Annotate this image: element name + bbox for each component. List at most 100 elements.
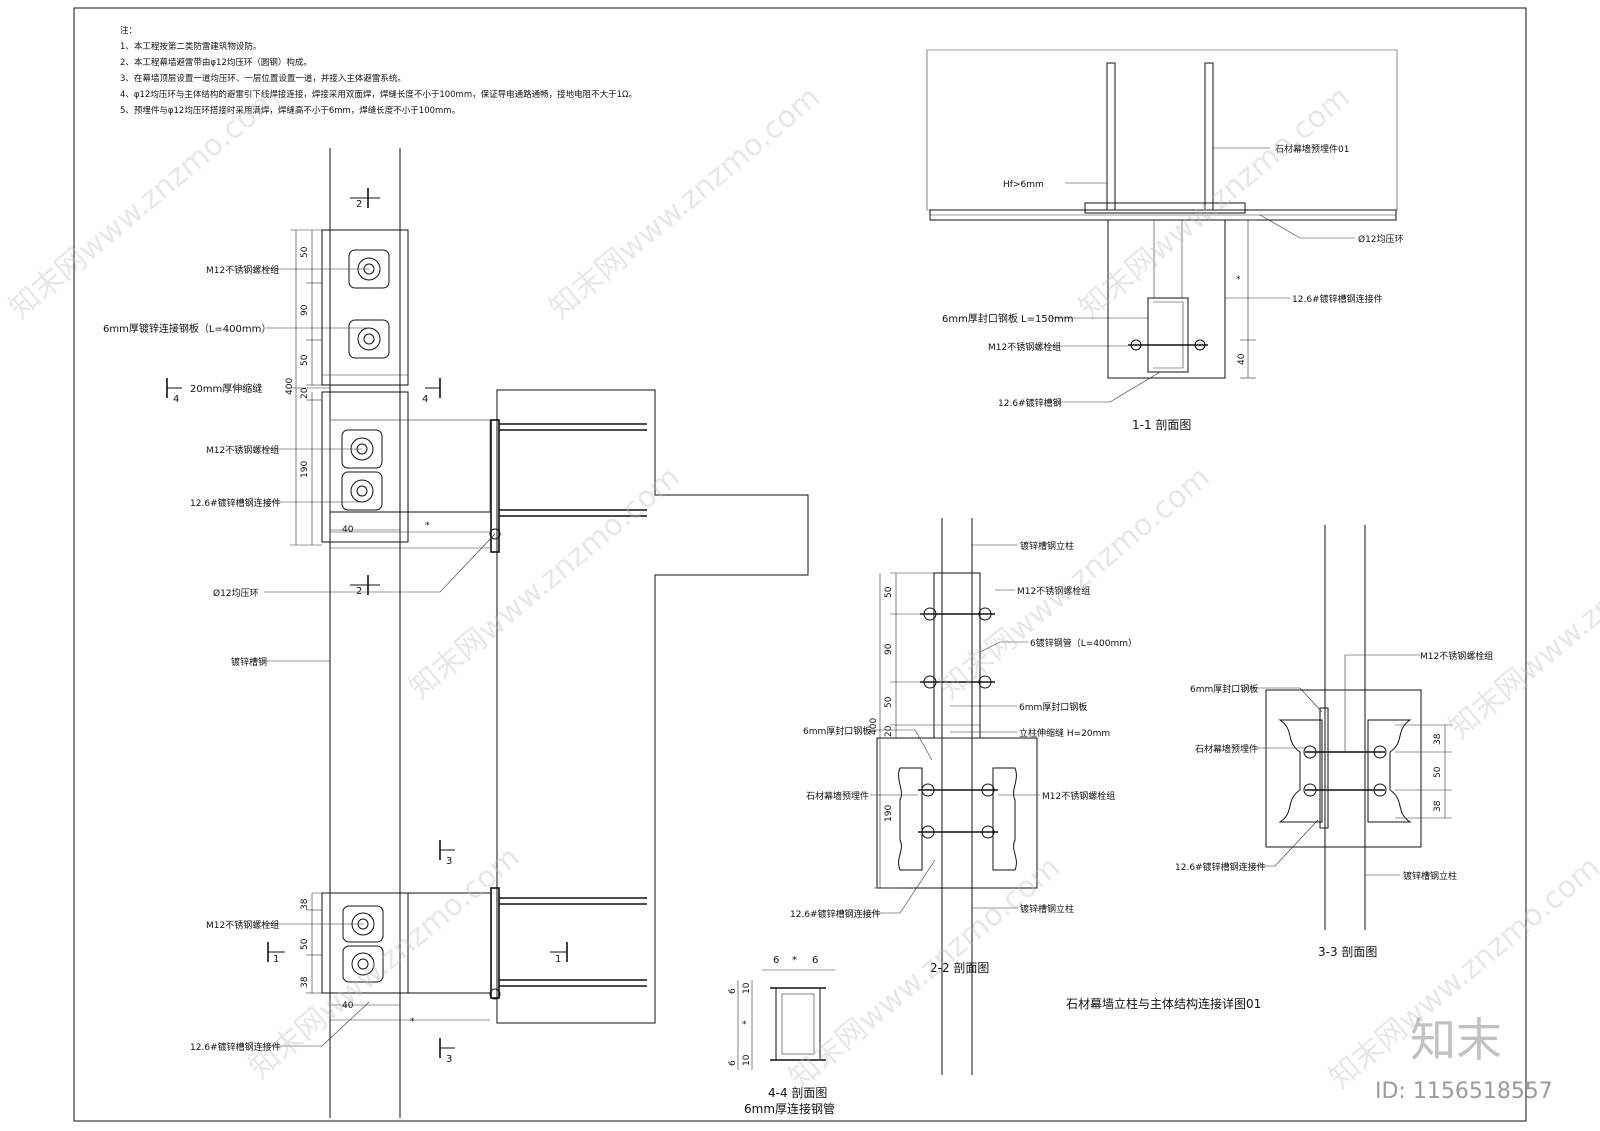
dim-90: 90 — [884, 643, 894, 655]
label-pipe: 6镀锌钢管（L=400mm） — [1030, 637, 1137, 649]
note-item: 2、本工程幕墙避雷带由φ12均压环（圆钢）构成。 — [120, 57, 312, 68]
dim-38: 38 — [1433, 733, 1443, 745]
label-column: 镀锌槽钢立柱 — [1403, 870, 1457, 882]
label-channel-b: 12.6#镀锌槽钢 — [998, 397, 1062, 409]
dim-20: 20 — [884, 725, 894, 737]
label-expansion-joint: 20mm厚伸缩缝 — [190, 382, 262, 395]
dim-star: * — [425, 521, 430, 531]
section-marks — [166, 188, 568, 1058]
dim-6: 6 — [812, 955, 818, 966]
dim-50: 50 — [1433, 766, 1443, 778]
label-embed: 石材幕墙预埋件 — [806, 790, 869, 802]
section-mark-1: 1 — [555, 954, 561, 965]
dim-20: 20 — [300, 387, 310, 399]
dim-10: 10 — [742, 982, 752, 994]
label-bolts: M12不锈钢螺栓组 — [988, 341, 1061, 353]
label-bolt-group: M12不锈钢螺栓组 — [206, 444, 279, 456]
dim-star: * — [792, 955, 797, 966]
dim-star: * — [742, 1020, 747, 1030]
label-bolts: M12不锈钢螺栓组 — [1042, 790, 1115, 802]
label-seal-plate: 6mm厚封口钢板 — [1019, 701, 1087, 713]
dim-6: 6 — [728, 988, 738, 994]
section-3-3-title: 3-3 剖面图 — [1318, 945, 1377, 959]
watermark-id: ID: 1156518557 — [1375, 1079, 1553, 1104]
note-item: 3、在幕墙顶层设置一道均压环、一层位置设置一道，并接入主体避雷系统。 — [120, 73, 406, 84]
drawing-title: 石材幕墙立柱与主体结构连接详图01 — [1066, 996, 1261, 1011]
dim-6: 6 — [773, 955, 779, 966]
label-column-joint: 立柱伸缩缝 H=20mm — [1019, 727, 1110, 739]
section-2-2-title: 2-2 剖面图 — [930, 961, 989, 975]
label-bolts: M12不锈钢螺栓组 — [1420, 650, 1493, 662]
drawing-border — [73, 7, 1527, 1122]
dim-190: 190 — [300, 461, 310, 478]
dim-38: 38 — [300, 976, 310, 988]
dim-6: 6 — [728, 1060, 738, 1066]
label-channel-connector: 12.6#镀锌槽钢连接件 — [190, 497, 281, 509]
dim-50: 50 — [884, 696, 894, 708]
label-bolt-group: M12不锈钢螺栓组 — [206, 264, 279, 276]
bolt-group-top — [348, 249, 390, 359]
section-mark-4: 4 — [422, 394, 428, 405]
dim-90: 90 — [300, 304, 310, 316]
label-plate: 6mm厚封口钢板 L=150mm — [942, 312, 1074, 325]
concrete-structure — [489, 389, 809, 1024]
watermark-text: 知末网www.znzmo.com — [1443, 500, 1600, 746]
label-column-bottom: 镀锌槽钢立柱 — [1020, 903, 1074, 915]
label-channel-steel: 镀锌槽钢 — [231, 656, 267, 668]
dim-400: 400 — [285, 378, 295, 395]
section-4-4-title: 4-4 剖面图 — [768, 1086, 827, 1100]
section-4-4: 6 * 6 6 10 * 6 10 4-4 剖面图 6mm厚连接钢管 — [728, 955, 835, 1116]
watermark-text: 知末网www.znzmo.com — [3, 80, 287, 326]
main-elevation: 50 90 50 400 20 190 40 * 38 50 38 40 * 2… — [103, 148, 809, 1118]
section-1-1-title: 1-1 剖面图 — [1132, 418, 1191, 432]
section-3-3: 38 50 38 M12不锈钢螺栓组 6mm厚封口钢板 石材幕墙预埋件 12.6… — [1175, 525, 1493, 959]
label-bolts: M12不锈钢螺栓组 — [1017, 585, 1090, 597]
label-embed: 石材幕墙预埋件 — [1195, 743, 1258, 755]
dim-50: 50 — [300, 354, 310, 366]
dim-50: 50 — [300, 938, 310, 950]
section-mark-2: 2 — [356, 586, 362, 597]
label-connector: 12.6#镀锌槽钢连接件 — [790, 908, 881, 920]
label-connector: 12.6#镀锌槽钢连接件 — [1175, 861, 1266, 873]
dim-38: 38 — [300, 898, 310, 910]
dim-50: 50 — [300, 246, 310, 258]
watermark-text: 知末网www.znzmo.com — [783, 850, 1067, 1096]
label-embed: 石材幕墙预埋件01 — [1275, 143, 1349, 155]
watermark-text: 知末网www.znzmo.com — [243, 840, 527, 1086]
label-seal-plate: 6mm厚封口钢板 — [1190, 683, 1258, 695]
dim-190: 190 — [884, 805, 894, 822]
label-seal-plate-left: 6mm厚封口钢板 — [803, 725, 871, 737]
section-mark-3: 3 — [446, 856, 452, 867]
section-4-4-subtitle: 6mm厚连接钢管 — [744, 1101, 835, 1116]
label-ring: Ø12均压环 — [1358, 233, 1404, 245]
section-mark-3: 3 — [446, 1054, 452, 1065]
top-connection-plate — [321, 229, 409, 386]
notes-block: 注： 1、本工程按第二类防雷建筑物设防。 2、本工程幕墙避雷带由φ12均压环（圆… — [120, 25, 637, 116]
watermark-layer: 知末网www.znzmo.com 知末网www.znzmo.com 知末网www… — [3, 80, 1600, 1096]
dim-star: * — [410, 1017, 415, 1027]
dim-40: 40 — [342, 1001, 354, 1011]
section-2-2: 50 90 50 400 20 190 镀锌槽钢立柱 M12不锈钢螺栓组 6镀锌… — [790, 518, 1137, 1075]
note-item: 4、φ12均压环与主体结构的避雷引下线焊接连接，焊接采用双面焊，焊缝长度不小于1… — [120, 89, 637, 100]
label-bolt-group: M12不锈钢螺栓组 — [206, 919, 279, 931]
dim-400: 400 — [869, 718, 879, 735]
watermark-text: 知末网www.znzmo.com — [933, 460, 1217, 706]
label-column-top: 镀锌槽钢立柱 — [1020, 540, 1074, 552]
dim-38: 38 — [1433, 800, 1443, 812]
section-mark-2: 2 — [356, 199, 362, 210]
watermark-text: 知末网www.znzmo.com — [403, 460, 687, 706]
note-item: 1、本工程按第二类防雷建筑物设防。 — [120, 41, 261, 52]
dim-50: 50 — [884, 586, 894, 598]
label-channel: 12.6#镀锌槽钢连接件 — [1292, 293, 1383, 305]
label-ring: Ø12均压环 — [213, 587, 259, 599]
label-weld: Hf>6mm — [1003, 180, 1044, 190]
label-plate: 6mm厚镀锌连接钢板（L=400mm） — [103, 322, 271, 335]
dim-40: 40 — [342, 525, 354, 535]
dim-10: 10 — [742, 1054, 752, 1066]
notes-header: 注： — [120, 25, 137, 36]
label-channel-connector: 12.6#镀锌槽钢连接件 — [190, 1041, 281, 1053]
watermark-text: 知末网www.znzmo.com — [543, 80, 827, 326]
dim-star: * — [1236, 275, 1241, 285]
dim-40: 40 — [1237, 353, 1247, 365]
